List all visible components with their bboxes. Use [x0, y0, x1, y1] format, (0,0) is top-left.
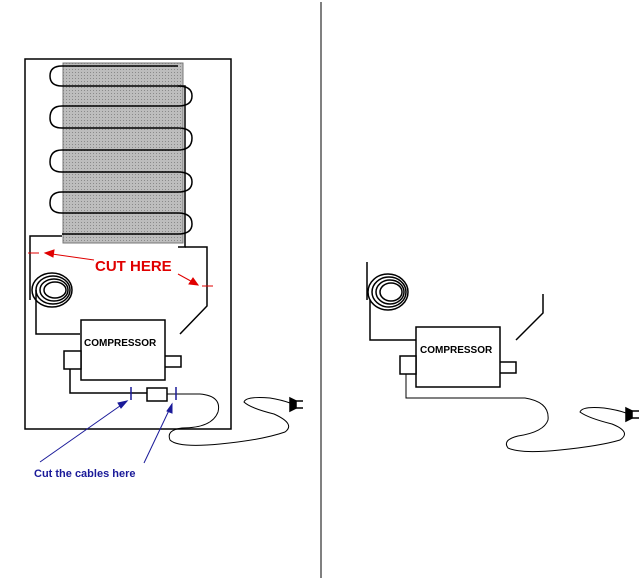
power-cord [167, 393, 291, 446]
condenser-coil [49, 65, 193, 235]
compressor-right [415, 326, 501, 388]
compressor-left [80, 319, 166, 381]
right-panel-unit [366, 262, 639, 453]
discharge-line [179, 246, 208, 335]
plug-left [289, 396, 297, 413]
compressor-right-label: COMPRESSOR [420, 345, 493, 356]
suction-line-lower [35, 290, 80, 335]
cable-cut-arrows [39, 400, 173, 464]
compressor-left-terminal [63, 350, 82, 370]
compressor-right-stub-r [500, 361, 517, 374]
relay-box [146, 387, 168, 402]
compressor-left-label: COMPRESSOR [84, 338, 157, 349]
left-panel-fridge [24, 58, 303, 446]
evaporator-coil [31, 272, 73, 308]
cut-cables-label: Cut the cables here [34, 468, 135, 480]
power-cord-right [405, 374, 627, 453]
evaporator-coil-right [367, 273, 409, 311]
return-line [178, 85, 186, 248]
fridge-cabinet [24, 58, 232, 430]
plug-right [625, 406, 633, 423]
compressor-right-stub [165, 355, 182, 368]
cut-here-label: CUT HERE [95, 258, 172, 275]
compressor-right-terminal [399, 355, 417, 375]
suction-line-right [369, 300, 416, 341]
condenser-grid [62, 62, 184, 244]
power-wire [69, 369, 147, 394]
suction-line [29, 235, 62, 300]
discharge-line-right [515, 294, 544, 341]
cut-here-annotation [28, 249, 213, 287]
